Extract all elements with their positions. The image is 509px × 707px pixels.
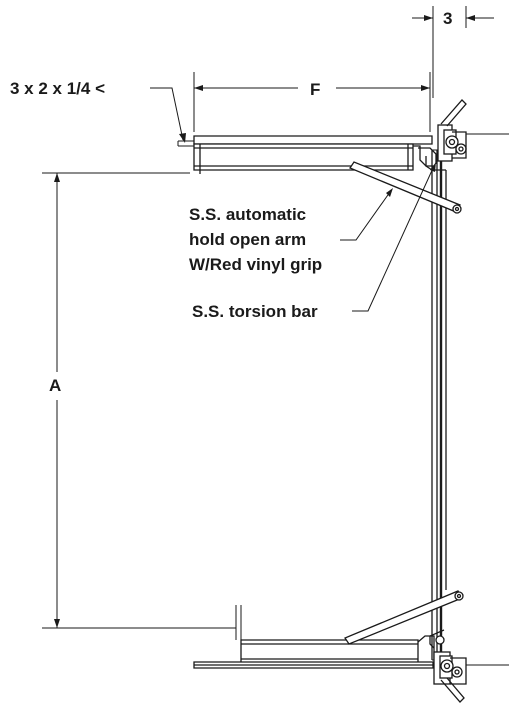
- arm-label-line1: S.S. automatic: [189, 205, 306, 224]
- dim-f-label: F: [310, 80, 320, 99]
- dimension-f: F: [193, 72, 431, 132]
- angle-size-label: 3 x 2 x 1/4 <: [10, 79, 105, 98]
- dimension-3: 3: [412, 6, 494, 98]
- bottom-hinge-hardware: [429, 629, 467, 703]
- torsion-bar-label: S.S. torsion bar: [192, 302, 318, 321]
- dimension-a: A: [42, 172, 236, 629]
- top-door-panel: [177, 135, 434, 174]
- arm-label-line3: W/Red vinyl grip: [189, 255, 322, 274]
- torsion-bar-callout: S.S. torsion bar: [192, 162, 436, 321]
- bottom-hold-open-arm: [344, 590, 464, 645]
- dim-a-label: A: [49, 376, 61, 395]
- top-hold-open-arm: [349, 161, 462, 214]
- door-frame: [431, 128, 509, 675]
- angle-size-callout: 3 x 2 x 1/4 <: [10, 79, 186, 143]
- arm-label-line2: hold open arm: [189, 230, 306, 249]
- dim-3-label: 3: [443, 9, 452, 28]
- bottom-door-panel: [193, 605, 435, 669]
- hold-open-arm-callout: S.S. automatic hold open arm W/Red vinyl…: [189, 188, 393, 274]
- top-hinge-hardware: [418, 99, 467, 171]
